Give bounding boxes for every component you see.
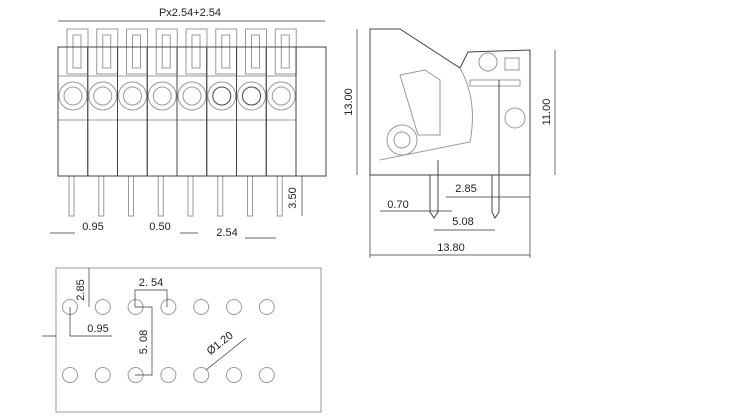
wire-entry-outer (147, 81, 177, 111)
release-lever (155, 28, 178, 75)
release-lever (274, 28, 297, 75)
pin-length-label: 3.50 (287, 187, 299, 208)
pin-offset-label: 0.95 (82, 221, 103, 233)
pin (128, 175, 134, 217)
pcb-hole (226, 299, 242, 315)
wire-entry-outer (207, 81, 237, 111)
wire-entry-hole (152, 86, 172, 106)
side-pin-right (491, 80, 500, 219)
lever-slot (102, 34, 112, 69)
wire-entry-hole (242, 86, 261, 106)
release-lever (245, 28, 267, 75)
edge-offset-label: 0.95 (87, 323, 108, 335)
wire-entry-outer (177, 81, 207, 111)
row-offset-label: 2.85 (75, 279, 87, 300)
end-plate (295, 46, 327, 177)
wire-entry-hole (212, 86, 232, 106)
pcb-hole (62, 367, 78, 383)
pcb-hole (226, 367, 242, 383)
pin-width-label: 0.70 (387, 199, 408, 211)
pcb-hole (160, 299, 177, 315)
lever-slot (132, 34, 141, 69)
pin-width-label: 0.50 (149, 221, 170, 233)
pcb-hole (258, 299, 275, 315)
pin (276, 175, 283, 217)
pin (68, 175, 75, 217)
front-view: Px2.54+2.54 3.50 0.95 0.50 2.54 (50, 7, 327, 239)
wire-entry-hole (271, 86, 291, 106)
pin-spacing-label: 5.08 (452, 216, 473, 228)
lever-slot (251, 34, 260, 69)
overall-width-label: Px2.54+2.54 (159, 7, 221, 19)
pcb-layout: 2.85 0.95 2. 54 5. 08 Ø1.20 (42, 267, 322, 413)
pitch-label: 2.54 (216, 227, 237, 239)
pcb-hole (94, 299, 111, 315)
height-label: 13.00 (343, 88, 355, 116)
module-body (57, 46, 89, 177)
body-height-label: 11.00 (541, 99, 553, 126)
depth-label: 13.80 (437, 242, 465, 254)
release-lever (66, 28, 89, 75)
pitch-label: 2. 54 (139, 277, 163, 289)
wire-entry-outer (88, 81, 118, 111)
pin (247, 175, 253, 217)
wire-entry-outer (118, 81, 147, 111)
wire-entry-hole (63, 86, 83, 106)
lever-slot (191, 34, 201, 69)
pin-offset-label: 2.85 (455, 183, 476, 195)
lever-slot (72, 34, 82, 69)
lever-slot (280, 34, 290, 69)
lever-slot (161, 34, 171, 69)
wire-entry-outer (58, 81, 88, 111)
wire-entry-outer (266, 81, 296, 111)
release-lever (96, 28, 119, 75)
wire-entry-outer (237, 81, 266, 111)
pcb-hole (193, 367, 210, 383)
pin (187, 175, 194, 217)
wire-entry-hole (93, 86, 113, 106)
pin (98, 175, 105, 217)
release-lever (215, 28, 238, 75)
pcb-hole (193, 299, 210, 315)
pin (157, 175, 164, 217)
wire-entry-hole (182, 86, 202, 106)
side-view: 13.00 11.00 2.85 0.70 5.08 13.80 (343, 28, 556, 258)
release-lever (185, 28, 208, 75)
side-pin-left (429, 160, 439, 219)
lever-slot (221, 34, 231, 69)
wire-entry-hole (123, 86, 142, 106)
hole-diameter-label: Ø1.20 (205, 330, 236, 358)
pcb-outline (55, 267, 322, 413)
pcb-hole (258, 367, 275, 383)
side-body-outline (369, 28, 531, 176)
pcb-hole (160, 367, 177, 383)
pcb-hole (94, 367, 111, 383)
pin (217, 175, 224, 217)
row-spacing-label: 5. 08 (138, 330, 150, 354)
release-lever (126, 28, 148, 75)
